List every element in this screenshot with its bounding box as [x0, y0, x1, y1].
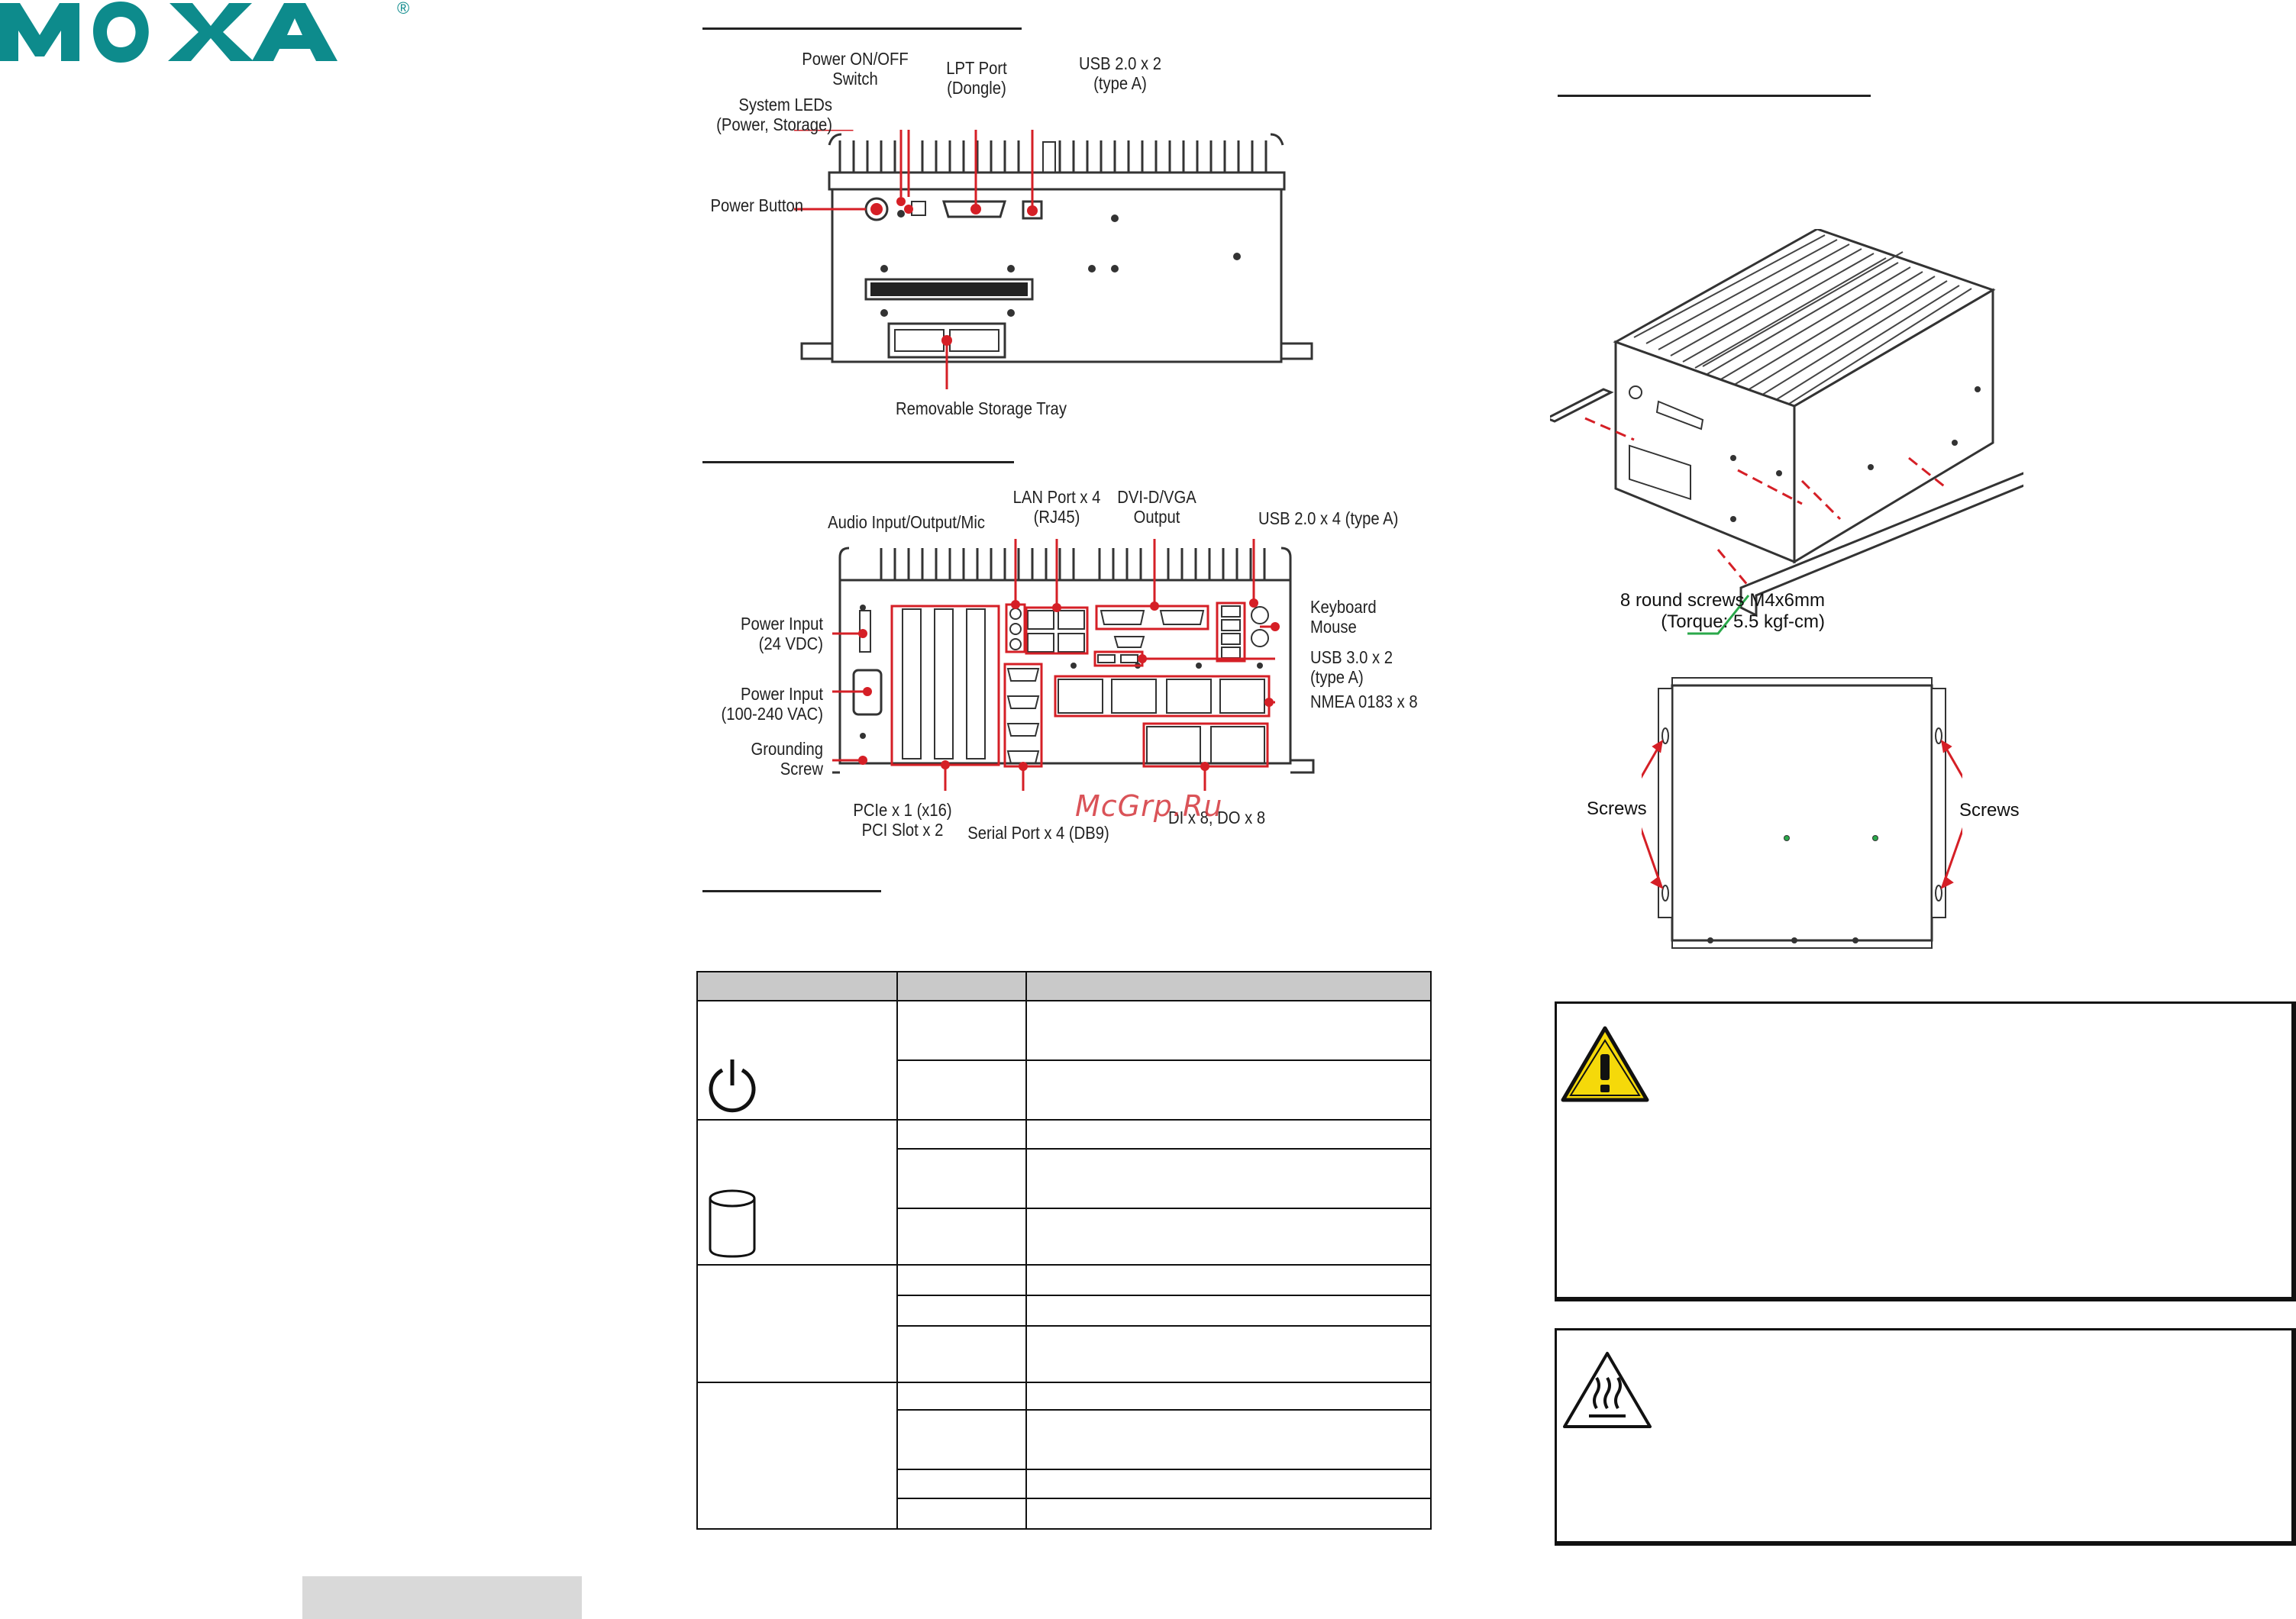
table-row	[697, 1325, 1432, 1383]
registered-mark: ®	[397, 0, 410, 18]
table-row	[696, 1264, 1432, 1383]
label-grounding: Grounding Screw	[751, 739, 823, 779]
label-dvi: DVI-D/VGA Output	[1117, 487, 1196, 527]
label-usb20: USB 2.0 x 4 (type A)	[1258, 508, 1399, 528]
label-keyboard: Keyboard Mouse	[1310, 597, 1377, 637]
footer-bar	[302, 1576, 582, 1619]
label-power-button: Power Button	[710, 195, 803, 215]
table-row	[697, 1469, 1432, 1499]
led-indicator-table	[696, 971, 1432, 1530]
table-row	[696, 1382, 1432, 1530]
label-lan: LAN Port x 4 (RJ45)	[1012, 487, 1101, 527]
label-power-switch: Power ON/OFF Switch	[802, 49, 909, 89]
label-usb-front: USB 2.0 x 2 (type A)	[1078, 53, 1161, 93]
storage-icon	[709, 1189, 756, 1258]
table-row	[696, 1000, 1432, 1121]
label-system-leds: System LEDs (Power, Storage)	[716, 95, 832, 134]
label-storage-tray: Removable Storage Tray	[896, 398, 1067, 418]
section-rule-front	[702, 27, 1022, 30]
label-audio: Audio Input/Output/Mic	[828, 512, 985, 532]
storage-led-cell	[696, 1119, 898, 1266]
table-row	[697, 1409, 1432, 1470]
warning-icon	[1561, 1026, 1649, 1102]
moxa-logo-mark	[0, 2, 337, 63]
label-lpt-port: LPT Port (Dongle)	[946, 58, 1007, 98]
watermark: McGrp.Ru	[1075, 789, 1223, 823]
section-rule-mounting	[1558, 95, 1871, 97]
table-header-row	[696, 971, 1432, 1001]
label-serial: Serial Port x 4 (DB9)	[967, 823, 1109, 843]
power-icon	[709, 1059, 756, 1113]
mounting-bottom-diagram	[1642, 677, 1962, 949]
section-rule-rear	[702, 461, 1014, 463]
table-row	[696, 1119, 1432, 1266]
hot-surface-icon	[1563, 1352, 1652, 1428]
table-row	[697, 1148, 1432, 1209]
moxa-logo: ®	[0, 0, 428, 69]
label-nmea: NMEA 0183 x 8	[1310, 692, 1418, 711]
table-row	[697, 1295, 1432, 1327]
screws-label-right: Screws	[1959, 800, 2020, 821]
table-row	[697, 1498, 1432, 1530]
mounting-iso-diagram	[1550, 229, 2023, 635]
warning-notice	[1555, 1001, 2296, 1301]
screws-label-left: Screws	[1587, 798, 1647, 819]
table-row	[697, 1208, 1432, 1266]
label-dio: DI x 8, DO x 8	[1168, 808, 1266, 827]
screw-note: 8 round screws M4x6mm (Torque: 5.5 kgf-c…	[1619, 590, 1825, 632]
rear-panel-diagram	[832, 539, 1315, 791]
label-pcie: PCIe x 1 (x16) PCI Slot x 2	[853, 800, 952, 840]
label-power-ac: Power Input (100-240 VAC)	[721, 684, 823, 724]
label-power-24: Power Input (24 VDC)	[740, 614, 823, 653]
table-row	[697, 1059, 1432, 1121]
label-usb30: USB 3.0 x 2 (type A)	[1310, 647, 1393, 687]
front-panel-diagram	[794, 130, 1313, 389]
power-led-cell	[696, 1000, 898, 1121]
section-rule-leds	[702, 890, 881, 892]
hot-surface-notice	[1555, 1328, 2296, 1546]
